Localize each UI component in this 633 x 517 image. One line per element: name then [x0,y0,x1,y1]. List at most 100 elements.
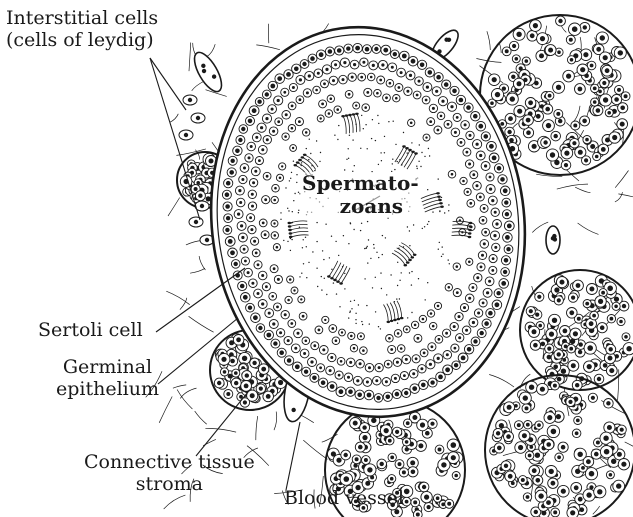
spermatozoon-head [469,225,473,227]
cell-nucleus [342,78,345,81]
cell-nucleus [576,283,581,288]
lumen-stipple [418,161,419,162]
cell-nucleus [244,260,247,263]
cell-nucleus [385,380,388,383]
cell-nucleus [274,234,277,237]
lumen-stipple [407,226,408,227]
cell-nucleus [318,329,321,332]
cell-nucleus [464,123,467,126]
cell-nucleus [540,36,545,41]
lumen-stipple [442,246,443,247]
cell-nucleus [420,63,425,68]
cell-nucleus [255,252,258,255]
cell-nucleus [221,357,226,362]
lumen-stipple [350,311,351,312]
cell-nucleus [266,175,269,178]
lumen-stipple [344,273,345,274]
cell-nucleus [436,75,441,80]
lumen-stipple [349,135,350,136]
lumen-stipple [299,227,300,228]
cell-nucleus [504,464,508,468]
cell-nucleus [444,82,449,87]
cell-nucleus [609,347,613,351]
cell-nucleus [554,287,559,292]
spermatozoon-head [408,259,412,261]
lumen-stipple [403,132,404,133]
cell-nucleus [379,79,382,82]
lumen-stipple [296,182,297,183]
cell-nucleus [257,292,260,295]
lumen-stipple [316,268,317,269]
stroma-fiber [180,388,196,398]
cell-nucleus [279,177,282,180]
lumen-stipple [397,262,398,263]
cell-nucleus [371,418,376,423]
sertoli-label-text: Sertoli cell [38,320,143,342]
lumen-stipple [348,243,349,244]
cell-nucleus [315,89,318,92]
cell-nucleus [532,144,537,149]
cell-nucleus [273,341,277,345]
cell-nucleus [251,193,254,196]
cell-nucleus [366,91,369,94]
cell-nucleus [337,48,342,53]
lumen-stipple [369,323,370,324]
lumen-stipple [325,224,326,225]
cell-nucleus [622,304,626,308]
cell-nucleus [285,113,288,116]
cell-nucleus [245,373,249,377]
lumen-stipple [354,165,355,166]
cell-nucleus [507,405,512,410]
cell-nucleus [253,240,256,243]
lumen-stipple [380,272,381,273]
cell-nucleus [364,106,367,109]
cell-nucleus [494,211,497,214]
cell-nucleus [601,291,605,295]
cell-nucleus [577,317,581,321]
cell-nucleus [336,108,339,111]
cell-nucleus [614,97,619,102]
cell-nucleus [497,166,502,171]
cell-nucleus [476,143,479,146]
cell-nucleus [554,134,558,138]
lumen-stipple [316,140,317,141]
cell-nucleus [286,72,291,77]
cell-nucleus [575,383,579,387]
cell-nucleus [564,163,568,167]
blood-vessel-label-text: Blood vessel [284,488,404,510]
cell-nucleus [418,443,423,448]
lumen-stipple [298,192,299,193]
stroma-fiber [489,375,514,388]
spermatozoon-head [333,279,337,281]
cell-nucleus [526,495,530,499]
lumen-stipple [381,288,382,289]
cell-nucleus [551,429,557,435]
cell-nucleus [541,342,546,347]
lumen-stipple [390,274,391,275]
spermatozoon-head [301,156,305,158]
cell-nucleus [549,332,554,337]
cell-nucleus [416,94,419,97]
cell-nucleus [525,406,529,410]
cell-nucleus [390,456,394,460]
lumen-stipple [428,148,429,149]
cell-nucleus [365,47,370,52]
spermatozoon-head [468,236,472,238]
cell-nucleus [279,350,284,355]
stroma-fiber [625,442,633,452]
cell-nucleus [484,134,489,139]
lumen-stipple [350,223,351,224]
spermatozoon-head [330,277,334,279]
cell-nucleus [432,325,435,328]
lumen-stipple [382,235,383,236]
cell-nucleus [251,282,254,285]
spermatozoon-head [469,222,473,224]
lumen-stipple [448,210,449,211]
stroma-fiber [180,298,187,310]
cell-nucleus [522,433,527,438]
cell-nucleus [617,88,621,92]
cell-nucleus [330,97,333,100]
cell-nucleus [292,147,294,149]
cell-nucleus [252,181,255,184]
